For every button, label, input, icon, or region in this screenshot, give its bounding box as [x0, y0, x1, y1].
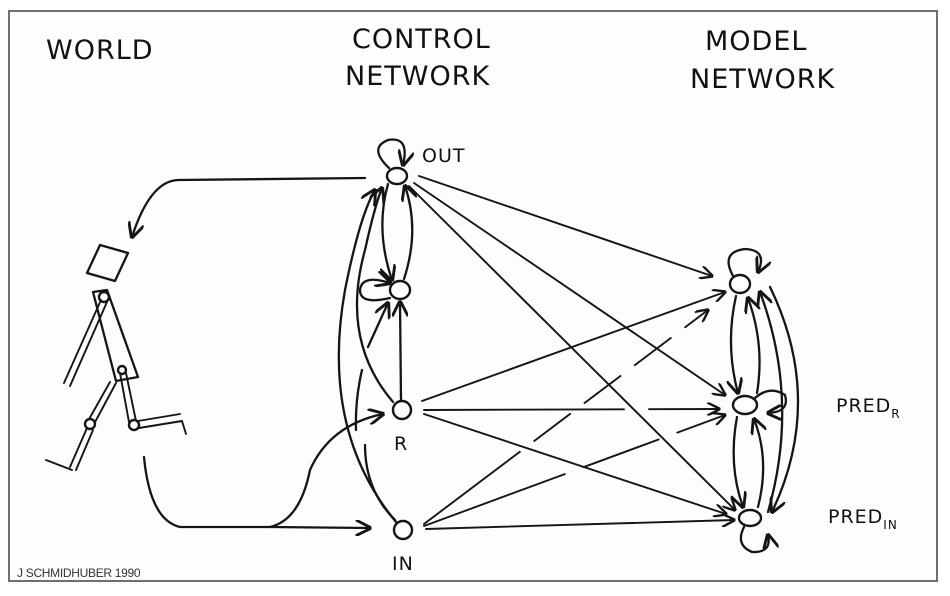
edge-in-to-pred-in	[425, 520, 734, 530]
edge-in-to-r-arc	[363, 443, 397, 522]
edge-pred-r-to-top	[748, 298, 761, 395]
self-loop-hidden	[358, 280, 390, 302]
edge-in-to-pred-r	[423, 415, 725, 527]
author-credit: J SCHMIDHUBER 1990	[17, 566, 141, 580]
model-node-top	[728, 273, 752, 295]
self-loop-model-top	[727, 247, 761, 278]
edge-pred-r-to-pred-in	[734, 415, 743, 507]
edge-top-to-pred-r	[731, 294, 738, 393]
world-title: WORLD	[46, 35, 154, 66]
model-network-title-line2: NETWORK	[690, 64, 835, 95]
robot-head	[85, 243, 130, 283]
robot-thigh-back	[87, 381, 117, 425]
model-network: PREDR PREDIN	[727, 247, 901, 554]
cross-connections	[408, 175, 735, 530]
self-loop-pred-r	[753, 389, 787, 413]
edge-in-to-out	[337, 190, 398, 524]
control-network-title-line1: CONTROL	[352, 24, 491, 55]
perception-arrow-to-r	[268, 414, 383, 529]
edge-in-to-hidden-lower	[354, 368, 364, 432]
edge-r-to-pred-r	[423, 409, 719, 410]
robot-hip-joint	[116, 364, 128, 376]
control-network: OUT R IN	[337, 138, 465, 575]
control-node-in	[392, 519, 414, 541]
edge-out-to-pred-r	[413, 182, 725, 395]
walking-robot-figure	[45, 243, 187, 471]
robot-shin-back	[69, 427, 94, 471]
robot-knee-front	[127, 418, 141, 432]
edge-r-to-model-top	[421, 292, 725, 402]
self-loop-pred-in	[739, 525, 769, 554]
control-node-r-label: R	[394, 433, 408, 455]
control-node-in-label: IN	[392, 553, 414, 575]
edge-out-to-hidden	[382, 182, 392, 280]
robot-knee-back	[83, 417, 97, 431]
model-network-title-line1: MODEL	[705, 26, 807, 57]
perception-arrow-to-in	[268, 527, 370, 528]
edge-in-to-hidden	[366, 303, 388, 349]
pred-r-label: PREDR	[836, 395, 901, 421]
edge-hidden-to-out	[404, 186, 412, 281]
action-arrow-to-world	[132, 176, 367, 237]
control-network-title-line2: NETWORK	[345, 61, 490, 92]
edge-r-to-pred-in	[423, 413, 726, 514]
edge-r-to-hidden	[400, 302, 401, 402]
model-node-pred-r	[731, 394, 759, 416]
pred-in-label: PREDIN	[828, 506, 898, 532]
control-node-out	[385, 166, 409, 186]
edge-out-to-model-top	[418, 175, 712, 276]
robot-torso	[91, 288, 140, 383]
self-loop-out	[377, 138, 404, 170]
perception-line-from-world	[142, 455, 272, 529]
robot-thigh-front	[119, 372, 137, 423]
control-node-out-label: OUT	[422, 145, 465, 167]
edge-top-to-pred-in-inner	[760, 292, 784, 514]
robot-shin-front	[137, 413, 187, 435]
edge-in-to-model-top	[423, 310, 708, 525]
control-node-r	[391, 399, 413, 421]
edge-top-to-pred-in-outer	[768, 285, 800, 512]
robot-arm	[63, 299, 108, 387]
model-node-pred-in	[737, 508, 763, 528]
robot-foot-back	[45, 459, 73, 471]
control-node-hidden	[388, 279, 412, 301]
edge-pred-in-to-pred-r	[754, 419, 763, 509]
